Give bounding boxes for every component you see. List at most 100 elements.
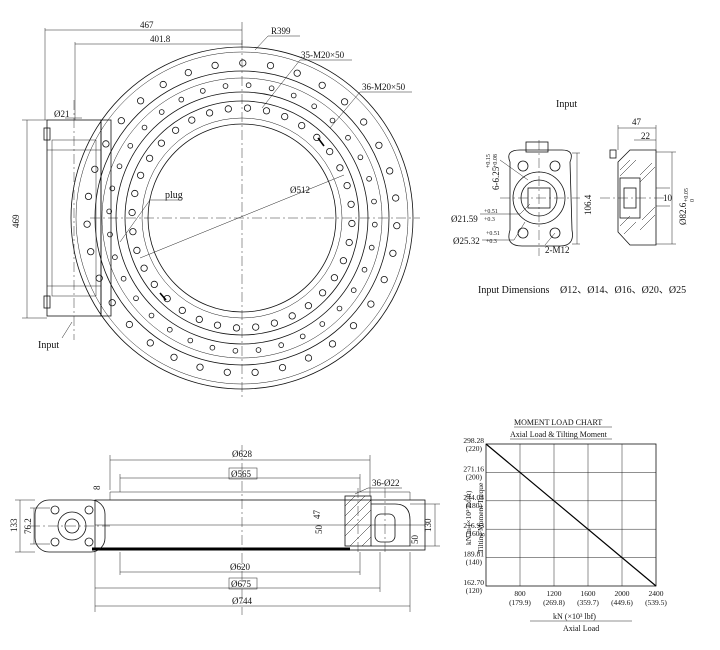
dim-10: 10 [663, 193, 673, 203]
mid-bolt-hole [116, 163, 123, 170]
chart-y-tick-label: 244.04 [463, 493, 484, 502]
dim-82-6-tol-upper: +0.05 [684, 188, 690, 202]
outer-bolt-hole [349, 322, 358, 330]
inner-bolt-hole [157, 139, 165, 147]
mid-bolt-hole [127, 143, 134, 149]
outer-bolt-hole [83, 220, 91, 228]
mid-bolt-hole [311, 103, 318, 110]
inner-bolt-hole [298, 122, 306, 130]
mid-bolt-hole [148, 312, 155, 319]
outer-bolt-hole [117, 117, 125, 125]
inner-bolt-holes [128, 104, 356, 332]
seal-mark-upper [317, 137, 325, 147]
mid-bolt-hole [178, 96, 185, 103]
outer-bolt-hole [95, 274, 103, 282]
dim-bore-21-tol-lower: +0.3 [484, 217, 495, 223]
inner-bolt-hole [304, 302, 312, 310]
mid-bolt-holes [106, 82, 378, 354]
mid-bolt-hole [255, 347, 262, 353]
inner-bolt-hole [150, 280, 158, 288]
moment-load-chart: MOMENT LOAD CHART Axial Load & Tilting M… [463, 418, 667, 633]
dim-133: 133 [9, 518, 19, 532]
chart-y-tick-alt-label: (180) [466, 501, 483, 510]
outer-bolt-hole [380, 275, 388, 284]
dim-628: Ø628 [232, 449, 252, 459]
mid-bolt-hole [371, 221, 378, 228]
inner-bolt-hole [128, 208, 136, 217]
chart-frame [485, 443, 657, 587]
mid-bolt-hole [120, 275, 127, 282]
inner-bolt-hole [345, 238, 353, 247]
mid-bolt-hole [106, 208, 112, 215]
input-flange-front [500, 140, 580, 256]
chart-ylabel-main: Tilting Moment Torque [476, 482, 485, 553]
mid-bolt-hole [366, 176, 372, 182]
chart-x-tick-label: 2400 [649, 589, 664, 598]
mid-bolt-hole [350, 287, 357, 294]
dim-22: 22 [641, 131, 650, 141]
chart-y-tick-label: 189.81 [463, 550, 484, 559]
chart-x-tick-alt-label: (179.9) [509, 598, 531, 607]
inner-bolt-hole [129, 228, 137, 236]
outer-bolt-hole [170, 353, 178, 361]
chart-xlabel-units: kN (×10³ lbf) [553, 612, 596, 621]
dim-r399: R399 [271, 26, 291, 36]
dim-620: Ø620 [230, 562, 250, 572]
chart-y-tick-alt-label: (200) [466, 472, 483, 481]
chart-y-tick-alt-label: (120) [466, 586, 483, 595]
callout-36-22: 36-Ø22 [372, 478, 400, 488]
input-detail-title: Input [556, 99, 577, 110]
outer-bolt-hole [392, 194, 400, 202]
outer-bolt-hole [251, 368, 259, 376]
chart-y-ticks: 298.28(220)271.16(200)244.04(180)216.93(… [463, 436, 484, 595]
input-dimensions-values: Ø12、Ø14、Ø16、Ø20、Ø25 [560, 285, 686, 296]
mid-bolt-hole [232, 347, 239, 354]
inner-bolt-hole [178, 306, 186, 314]
mid-bolt-hole [187, 337, 194, 344]
chart-series-line [485, 443, 657, 587]
mid-bolt-hole [290, 92, 297, 99]
callout-outer-holes: 35-M20×50 [301, 50, 345, 60]
inner-bolt-hole [188, 116, 196, 124]
input-label: Input [38, 340, 59, 351]
mid-bolt-hole [361, 266, 368, 273]
mid-bolt-hole [167, 326, 173, 333]
chart-y-tick-alt-label: (220) [466, 444, 483, 453]
plug-label: plug [165, 190, 183, 201]
chart-x-ticks: 800(179.9)1200(269.8)1600(359.7)2000(449… [509, 589, 667, 607]
chart-series [485, 443, 657, 587]
inner-bolt-hole [213, 321, 222, 329]
dim-keyway: 6-6.25 [491, 166, 501, 190]
mid-bolt-hole [268, 85, 275, 92]
outer-bolt-hole [108, 299, 116, 307]
mid-bolt-hole [371, 198, 377, 205]
chart-x-tick-label: 1200 [547, 589, 562, 598]
outer-bolt-hole [304, 354, 313, 362]
dim-469: 469 [11, 214, 21, 228]
outer-bolt-hole [386, 167, 394, 175]
outer-bolt-hole [125, 320, 133, 329]
dim-565: Ø565 [231, 469, 251, 479]
input-detail: Input 106.4 6-6.25 +0.15 +0.08 Ø21.59 +0 [451, 99, 696, 296]
top-view: Ø512 467 401.8 R399 35-M20×50 36-M20×50 … [11, 20, 420, 400]
dim-82-6: Ø82.6 [678, 202, 688, 225]
inner-bolt-hole [252, 323, 260, 331]
inner-bolt-hole [336, 164, 344, 172]
inner-bolt-hole [318, 289, 327, 297]
dim-130: 130 [423, 518, 433, 532]
mid-bolt-hole [112, 254, 118, 261]
inner-bolt-hole [281, 113, 289, 121]
chart-x-tick-alt-label: (449.6) [611, 598, 633, 607]
dim-76-2: 76.2 [23, 518, 33, 534]
outer-bolt-hole [137, 97, 145, 105]
dim-401-8: 401.8 [150, 34, 171, 44]
mid-bolt-hole [299, 333, 306, 340]
inner-bolt-hole [146, 154, 154, 162]
inner-bolt-hole [137, 171, 145, 179]
dim-keyway-tol-upper: +0.15 [486, 154, 492, 168]
mid-bolt-hole [158, 109, 165, 115]
inner-bolt-hole [262, 107, 271, 115]
inner-bolt-hole [288, 312, 296, 320]
dim-bore-25-tol-lower: +0.3 [486, 239, 497, 245]
outer-bolt-hole [102, 140, 110, 148]
